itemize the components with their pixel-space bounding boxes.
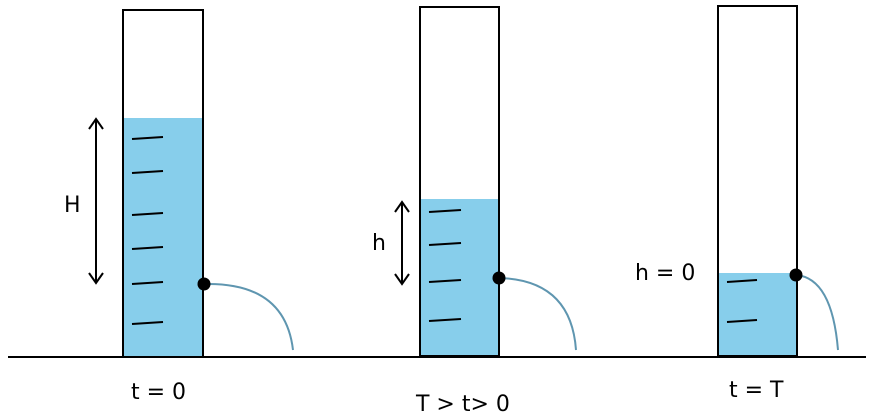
graduation-mark xyxy=(428,242,462,246)
cylinder-outline xyxy=(419,6,500,357)
cylinder-stage-end: h = 0 t = T xyxy=(635,5,839,403)
graduation-mark xyxy=(726,279,758,283)
graduation-mark xyxy=(428,209,462,213)
outlet-hole xyxy=(789,268,803,282)
graduation-mark xyxy=(131,170,164,174)
water-jet xyxy=(795,274,839,351)
height-label: h = 0 xyxy=(635,261,695,286)
height-label: h xyxy=(372,231,386,256)
graduation-mark xyxy=(131,321,164,325)
cylinder-outline xyxy=(717,5,798,357)
graduation-mark xyxy=(131,212,164,216)
height-arrow xyxy=(394,200,410,286)
time-label: t = 0 xyxy=(131,380,186,405)
cylinder-stage-middle: h T > t> 0 xyxy=(372,6,577,415)
graduation-marks xyxy=(726,279,758,323)
graduation-mark xyxy=(131,246,164,250)
graduation-mark xyxy=(428,318,462,322)
graduation-mark xyxy=(131,136,164,140)
graduation-mark xyxy=(428,279,462,283)
time-label: T > t> 0 xyxy=(415,392,510,415)
water-jet xyxy=(203,282,294,351)
time-label: t = T xyxy=(729,378,784,403)
water-jet xyxy=(498,277,577,351)
water-fill xyxy=(123,118,203,357)
outlet-hole xyxy=(197,277,211,291)
graduation-mark xyxy=(726,319,758,323)
graduation-marks xyxy=(131,136,164,325)
cylinder-stage-start: H t = 0 xyxy=(64,9,294,405)
cylinder-outline xyxy=(122,9,204,358)
height-label: H xyxy=(64,193,81,218)
graduation-marks xyxy=(428,209,462,322)
outlet-hole xyxy=(492,271,506,285)
height-arrow xyxy=(88,117,104,285)
water-fill xyxy=(718,273,797,356)
water-fill xyxy=(420,199,499,356)
graduation-mark xyxy=(131,281,164,285)
